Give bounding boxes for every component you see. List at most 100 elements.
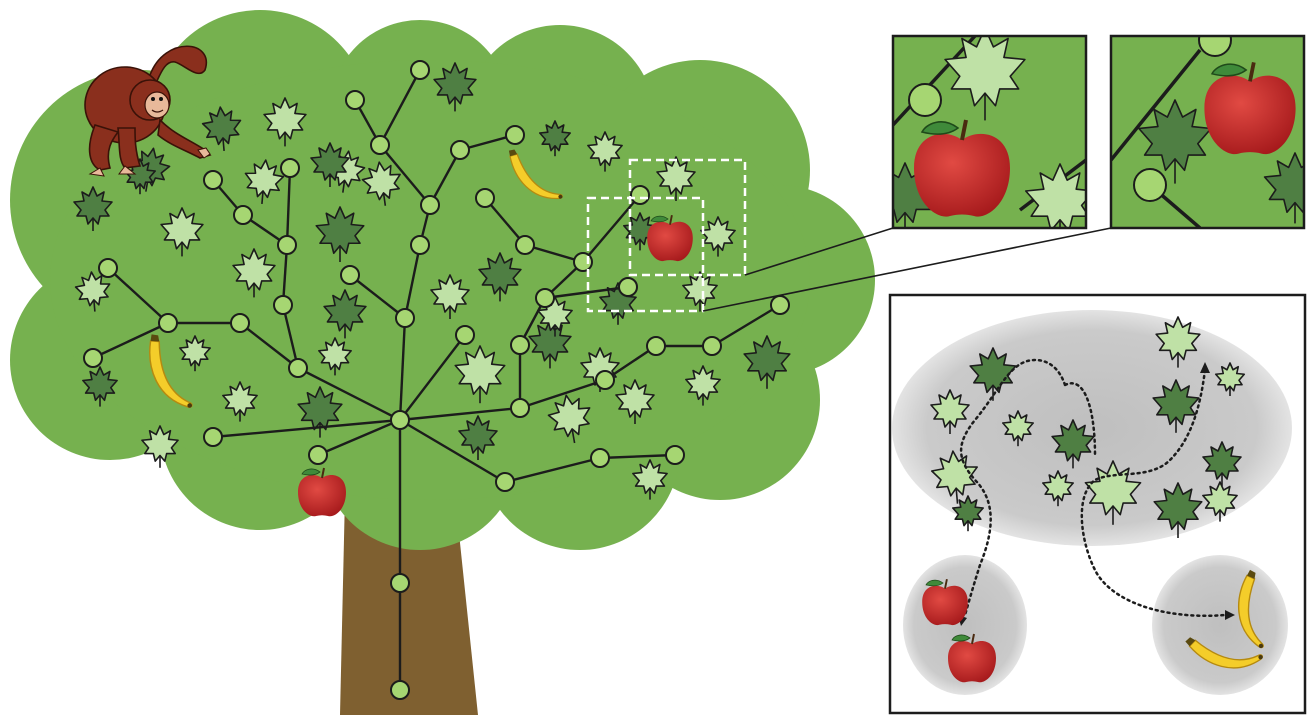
branch-node-icon bbox=[770, 295, 790, 315]
leaf-icon bbox=[478, 252, 522, 302]
branch-node-icon bbox=[410, 235, 430, 255]
banana-icon bbox=[508, 149, 563, 200]
branch-node-icon bbox=[420, 195, 440, 215]
branch-node-icon bbox=[370, 135, 390, 155]
leaf-icon bbox=[318, 337, 352, 376]
banana-icon bbox=[1238, 569, 1264, 649]
leaf-icon bbox=[1051, 419, 1095, 469]
branch-node-icon bbox=[288, 358, 308, 378]
leaf-icon bbox=[1001, 410, 1035, 447]
branch-nodes bbox=[83, 60, 790, 700]
leaf-icon bbox=[458, 415, 498, 460]
branch-node-icon bbox=[203, 427, 223, 447]
branch-node-icon bbox=[908, 83, 942, 117]
leaf-icon bbox=[528, 319, 572, 369]
leaf-icon bbox=[632, 459, 668, 500]
leaf-icon bbox=[656, 156, 696, 201]
tree-trunk bbox=[340, 495, 478, 715]
banana-icon bbox=[149, 334, 193, 408]
apple-icon bbox=[914, 119, 1010, 217]
path-to-apples bbox=[959, 358, 1097, 617]
branch-node-icon bbox=[83, 348, 103, 368]
leaf-icon bbox=[1153, 482, 1203, 538]
branch-node-icon bbox=[573, 252, 593, 272]
leaf-icon bbox=[244, 159, 285, 204]
leaf-icon bbox=[361, 161, 401, 206]
leaf-icon bbox=[587, 131, 623, 172]
leaf-icon bbox=[1025, 163, 1086, 228]
leaf-icon bbox=[433, 62, 477, 112]
branch-node-icon bbox=[510, 335, 530, 355]
zoom-box-1 bbox=[628, 158, 747, 277]
branch-node-icon bbox=[665, 445, 685, 465]
branch-node-icon bbox=[475, 188, 495, 208]
leaf-icon bbox=[1138, 99, 1212, 184]
branch-node-icon bbox=[233, 205, 253, 225]
leaf-icon bbox=[201, 106, 242, 151]
leaf-icon bbox=[615, 379, 655, 424]
leaf-icon bbox=[82, 366, 118, 407]
branch-node-icon bbox=[340, 265, 360, 285]
leaf-icon bbox=[969, 347, 1017, 401]
apple-icon bbox=[647, 215, 693, 262]
zoom-selection-boxes bbox=[586, 158, 747, 313]
apple-icon bbox=[948, 633, 996, 683]
zoom-box-2 bbox=[586, 196, 705, 313]
leaf-icon bbox=[1202, 441, 1242, 486]
banana-cluster bbox=[1152, 555, 1288, 695]
branch-node-icon bbox=[590, 448, 610, 468]
leaf-icon bbox=[700, 216, 736, 257]
branch-node-icon bbox=[158, 313, 178, 333]
leaf-icon bbox=[538, 120, 572, 157]
cluster-paths bbox=[959, 358, 1227, 617]
branch-node-icon bbox=[277, 235, 297, 255]
leaf-icon bbox=[141, 425, 179, 468]
zoom-panel-2 bbox=[1109, 34, 1306, 230]
branch-node-icon bbox=[505, 125, 525, 145]
path-to-bananas bbox=[1080, 368, 1227, 617]
leaf-icon bbox=[222, 381, 258, 422]
apple-icon bbox=[922, 579, 968, 626]
branch-node-icon bbox=[495, 472, 515, 492]
branch-node-icon bbox=[455, 325, 475, 345]
cluster-panel bbox=[888, 293, 1307, 715]
branch-node-icon bbox=[510, 398, 530, 418]
monkey-icon bbox=[84, 45, 212, 177]
leaf-cluster bbox=[892, 310, 1292, 546]
banana-icon bbox=[1185, 637, 1263, 669]
leaf-icon bbox=[315, 206, 365, 262]
leaf-icon bbox=[743, 335, 791, 389]
branch-node-icon bbox=[390, 573, 410, 593]
leaf-icon bbox=[74, 271, 111, 312]
leaf-icon bbox=[1152, 379, 1200, 433]
leaf-icon bbox=[1214, 362, 1246, 396]
leaf-icon bbox=[430, 274, 470, 319]
leaf-icon bbox=[944, 36, 1026, 121]
branch-node-icon bbox=[203, 170, 223, 190]
branch-node-icon bbox=[1198, 36, 1232, 57]
leaf-icon bbox=[178, 335, 212, 372]
leaf-icon bbox=[454, 345, 506, 404]
branch-node-icon bbox=[98, 258, 118, 278]
leaf-icon bbox=[160, 207, 204, 257]
zoom-panel-1 bbox=[891, 34, 1088, 230]
tree-fruits bbox=[149, 149, 693, 517]
branch-node-icon bbox=[395, 308, 415, 328]
branch-node-icon bbox=[345, 90, 365, 110]
leaf-icon bbox=[682, 271, 718, 312]
leaf-icon bbox=[547, 394, 591, 444]
branch-node-icon bbox=[646, 336, 666, 356]
leaf-icon bbox=[310, 142, 350, 187]
branch-node-icon bbox=[280, 158, 300, 178]
leaf-icon bbox=[232, 248, 276, 298]
leaf-icon bbox=[73, 186, 113, 231]
branch-node-icon bbox=[308, 445, 328, 465]
leaf-icon bbox=[263, 97, 307, 147]
cluster-fruits bbox=[922, 569, 1264, 683]
branch-node-icon bbox=[515, 235, 535, 255]
branch-node-icon bbox=[450, 140, 470, 160]
branch-node-icon bbox=[595, 370, 615, 390]
leaf-icon bbox=[951, 495, 985, 532]
leaf-icon bbox=[930, 389, 970, 434]
